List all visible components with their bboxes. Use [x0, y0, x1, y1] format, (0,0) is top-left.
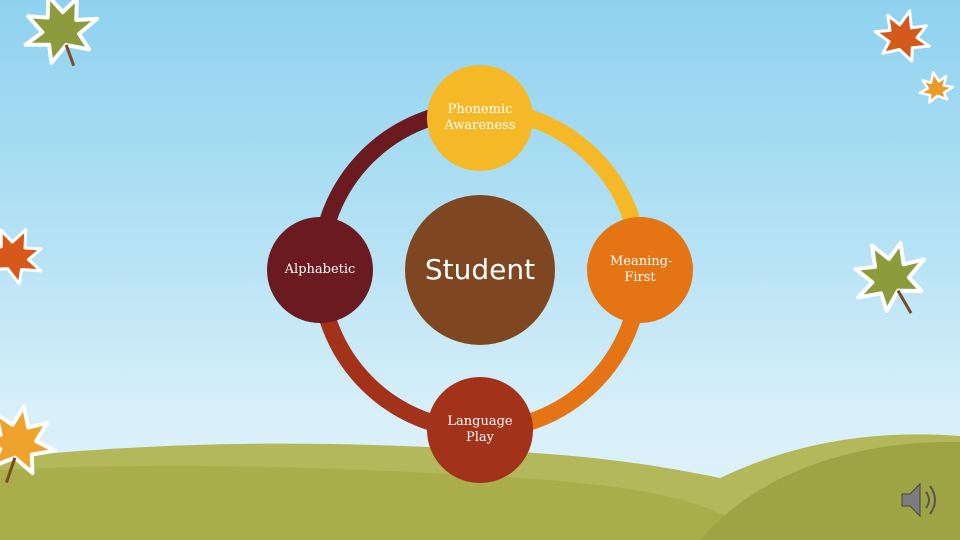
node-label: Language Play [447, 414, 513, 445]
node-meaning-first: Meaning-First [587, 217, 693, 323]
maple-leaf-icon [873, 9, 931, 63]
node-label: Meaning-First [610, 254, 673, 285]
node-phonemic-awareness: Phonemic Awareness [427, 65, 533, 171]
node-label: Alphabetic [284, 262, 356, 277]
node-alphabetic: Alphabetic [267, 217, 373, 323]
center-label: Student [424, 253, 536, 286]
maple-leaf-icon [853, 240, 926, 314]
node-language-play: Language Play [427, 377, 533, 483]
speaker-icon[interactable] [901, 482, 936, 518]
maple-leaf-icon [0, 228, 43, 286]
node-student: Student [405, 195, 555, 345]
maple-leaf-icon [918, 70, 955, 104]
maple-leaf-icon [0, 404, 57, 484]
maple-leaf-icon [23, 0, 100, 67]
node-label: Phonemic Awareness [444, 102, 516, 133]
